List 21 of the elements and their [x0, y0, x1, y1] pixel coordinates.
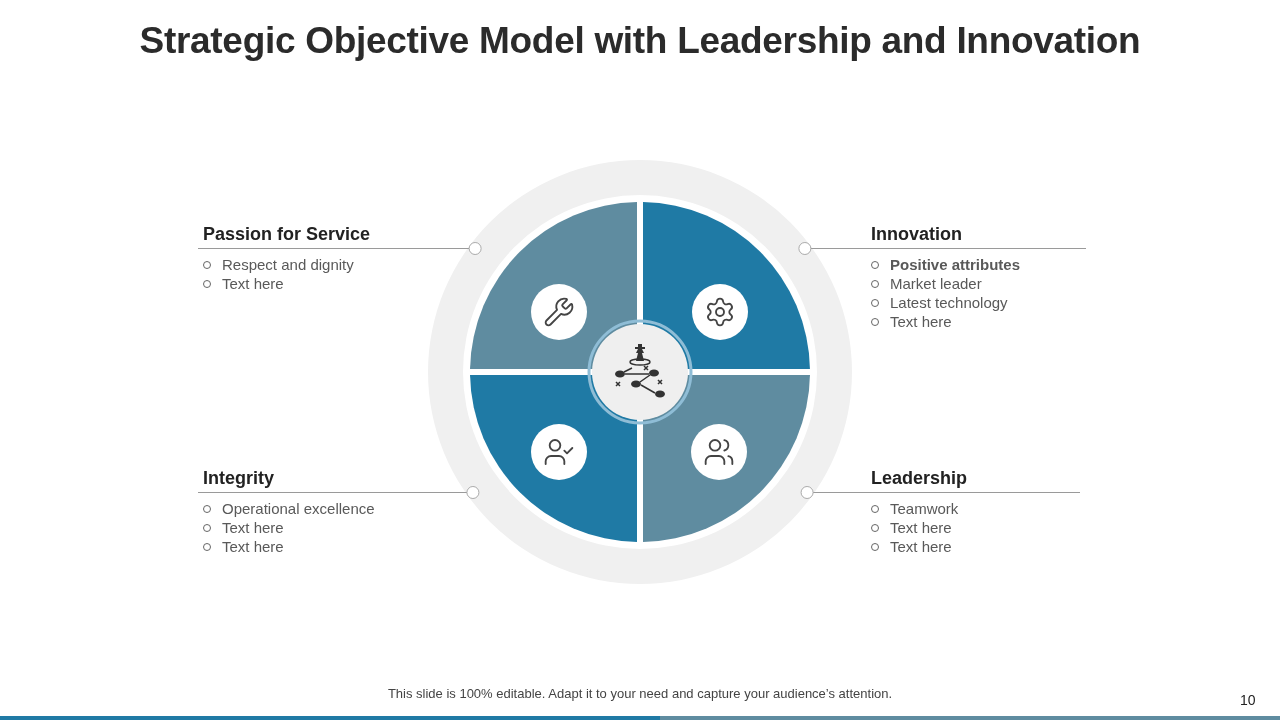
- bullet-text: Positive attributes: [890, 255, 1021, 274]
- bullet-text: Text here: [890, 537, 952, 556]
- bullet-text: Text here: [222, 274, 284, 293]
- bullet-text: Market leader: [890, 274, 982, 293]
- bullet-text: Text here: [890, 518, 952, 537]
- bullet-text: Operational excellence: [222, 499, 375, 518]
- heading: Passion for Service: [198, 222, 428, 249]
- title: Strategic Objective Model with Leadership and Innovation: [139, 20, 1141, 62]
- bullet-text: Text here: [222, 518, 284, 537]
- bullet-text: Respect and dignity: [222, 255, 354, 274]
- page-number: 10: [1240, 692, 1256, 708]
- leader-line: [798, 242, 867, 255]
- bullet-text: Latest technology: [890, 293, 1008, 312]
- bullet-text: Text here: [222, 537, 284, 556]
- heading: Leadership: [866, 466, 1080, 493]
- bullet-text: Text here: [890, 312, 952, 331]
- bullet-text: Teamwork: [890, 499, 959, 518]
- footer-note: This slide is 100% editable. Adapt it to your need and capture your audience’s attention.: [387, 686, 893, 701]
- heading: Integrity: [198, 466, 428, 493]
- heading: Innovation: [866, 222, 1086, 249]
- leader-line: [800, 486, 867, 499]
